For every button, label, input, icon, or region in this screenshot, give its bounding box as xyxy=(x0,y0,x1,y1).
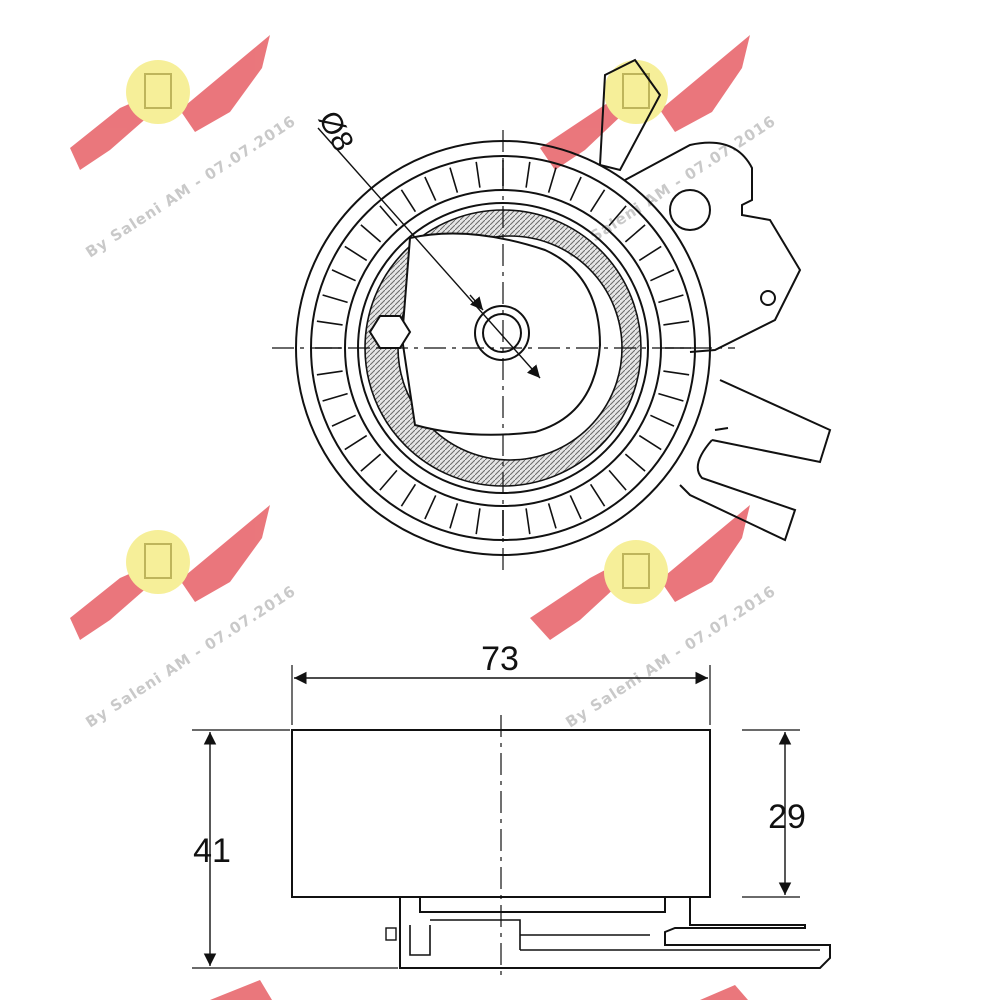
bearing-roller xyxy=(525,508,531,535)
bearing-roller xyxy=(658,392,684,402)
tensioner-side-view xyxy=(192,665,831,978)
watermark-logo-mid-left xyxy=(70,505,270,640)
tensioner-top-view xyxy=(272,58,832,572)
bearing-roller xyxy=(663,370,690,376)
bearing-roller xyxy=(569,176,582,201)
bore-diameter-label: Ø8 xyxy=(312,106,360,157)
bearing-roller xyxy=(569,495,582,520)
bearing-roller xyxy=(400,483,417,507)
bearing-roller xyxy=(547,503,557,529)
bearing-roller xyxy=(322,392,348,402)
bearing-roller xyxy=(379,205,398,227)
bearing-roller xyxy=(650,269,675,282)
bearing-roller xyxy=(331,269,356,282)
hub-bore xyxy=(482,313,522,353)
bearing-roller xyxy=(525,161,531,188)
pulley-height-label: 29 xyxy=(768,798,806,836)
bearing-roller xyxy=(424,176,437,201)
bearing-roller xyxy=(344,434,368,451)
bearing-roller xyxy=(360,224,382,243)
bearing-roller xyxy=(638,434,662,451)
watermark-logo-top-left xyxy=(70,35,270,170)
bearing-rollers xyxy=(315,160,691,536)
bearing-roller xyxy=(424,495,437,520)
bearing-roller xyxy=(624,224,646,243)
bearing-roller xyxy=(608,469,627,491)
bearing-roller xyxy=(379,469,398,491)
bearing-roller xyxy=(449,503,459,529)
bearing-roller xyxy=(449,167,459,193)
bearing-roller xyxy=(316,370,343,376)
overall-height-label: 41 xyxy=(193,832,231,870)
bearing-roller xyxy=(650,414,675,427)
bearing-roller xyxy=(475,161,481,188)
bearing-roller xyxy=(638,245,662,262)
bearing-roller xyxy=(331,414,356,427)
bearing-roller xyxy=(400,189,417,213)
bearing-roller xyxy=(322,294,348,304)
bearing-roller xyxy=(589,189,606,213)
bearing-roller xyxy=(624,453,646,472)
bearing-roller xyxy=(344,245,368,262)
bearing-roller xyxy=(316,320,343,326)
hex-nut xyxy=(368,315,412,349)
bearing-roller xyxy=(475,508,481,535)
bearing-roller xyxy=(658,294,684,304)
bore-leader-line xyxy=(317,127,541,379)
watermark-logo-bottom xyxy=(210,980,748,1000)
bearing-roller xyxy=(547,167,557,193)
bearing-roller xyxy=(608,205,627,227)
bearing-roller xyxy=(663,320,690,326)
watermark-logo-mid-right xyxy=(530,505,750,640)
base-assembly xyxy=(399,896,831,969)
width-label: 73 xyxy=(481,640,519,678)
mounting-bracket xyxy=(598,58,832,542)
bearing-roller xyxy=(360,453,382,472)
bearing-roller xyxy=(589,483,606,507)
